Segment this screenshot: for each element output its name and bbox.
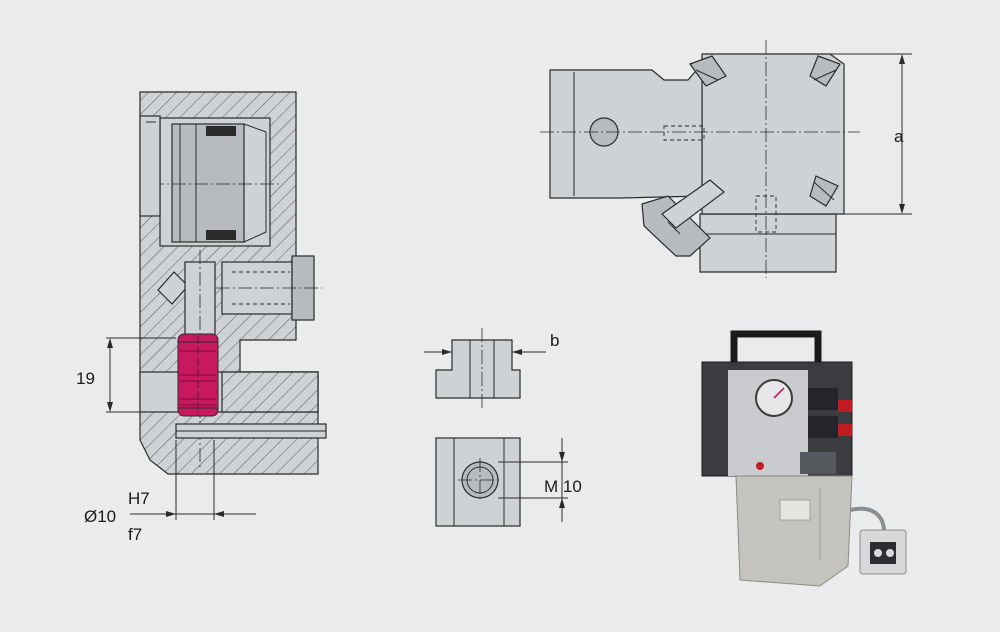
oil-reservoir xyxy=(735,475,853,587)
corner-screw-tr xyxy=(809,55,841,87)
piston-seal-top xyxy=(206,126,236,136)
section-view: 19 Ø10 H7 f7 xyxy=(76,91,327,544)
indicator-light xyxy=(756,462,764,470)
dim-19-label: 19 xyxy=(76,369,95,388)
angled-bolt xyxy=(641,179,725,257)
dim-dia-label: Ø10 xyxy=(84,507,116,526)
dim-h7-label: H7 xyxy=(128,489,150,508)
dim-m10-label: M 10 xyxy=(544,477,582,496)
valve-plug-lower xyxy=(838,424,852,436)
hydraulic-pump-unit xyxy=(701,330,907,587)
dim-f7-label: f7 xyxy=(128,525,142,544)
corner-screw-br xyxy=(809,175,839,207)
t-nut-side-view: b xyxy=(424,328,559,408)
valve-block-lower xyxy=(808,416,838,438)
carry-handle xyxy=(730,330,822,362)
t-nut-profile xyxy=(435,339,521,399)
corner-screw-tl xyxy=(689,55,727,87)
piston xyxy=(171,123,245,243)
valve-block-upper xyxy=(808,388,838,410)
dim-b-label: b xyxy=(550,331,559,350)
locating-pin xyxy=(177,333,219,417)
base-block xyxy=(699,213,837,273)
t-nut-top-view: M 10 xyxy=(435,437,582,527)
valve-plug-upper xyxy=(838,400,852,412)
piston-seal-bottom xyxy=(206,230,236,240)
dim-a-label: a xyxy=(894,127,904,146)
clamp-arm xyxy=(549,62,703,199)
top-view: a xyxy=(540,40,912,278)
